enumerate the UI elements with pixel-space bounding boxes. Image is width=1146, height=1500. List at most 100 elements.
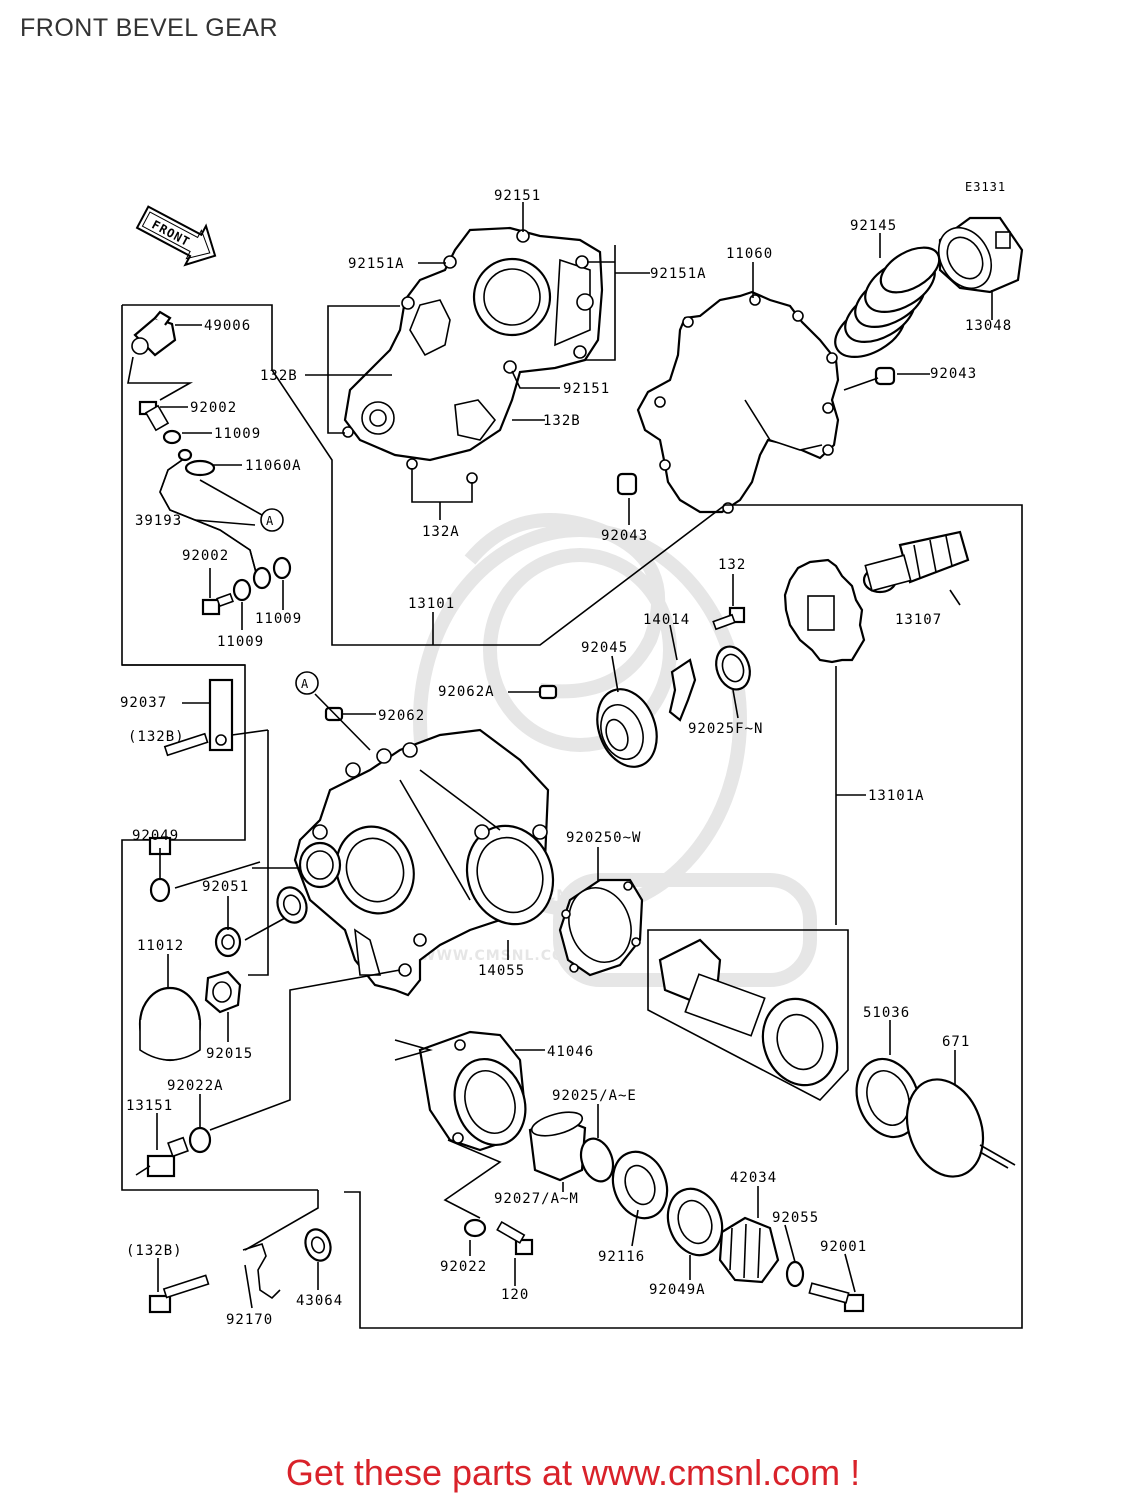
part-label[interactable]: 132B [543,413,581,429]
part-label[interactable]: 11012 [137,938,184,954]
part-label[interactable]: 92001 [820,1239,867,1255]
part-label[interactable]: 92025/A~E [552,1088,637,1104]
part-label[interactable]: 92062A [438,684,495,700]
part-label[interactable]: 92051 [202,879,249,895]
bearing-large-part [761,997,839,1087]
gasket-part [636,290,840,514]
part-label[interactable]: (132B) [128,729,185,745]
cmsnl-parts-link[interactable]: Get these parts at www.cmsnl.com ! [285,1452,861,1493]
part-label[interactable]: 132A [422,524,460,540]
part-label[interactable]: 92151 [494,188,541,204]
part-label[interactable]: 92062 [378,708,425,724]
gasket-ring-part [558,878,644,977]
bolt-120-part [496,1220,534,1256]
part-label[interactable]: 42034 [730,1170,777,1186]
part-label[interactable]: 11009 [255,611,302,627]
part-label[interactable]: 920250~W [566,830,641,846]
part-label[interactable]: 92022A [167,1078,224,1094]
bearing-part [596,688,658,768]
part-label[interactable]: 11060A [245,458,302,474]
part-label[interactable]: 51036 [863,1005,910,1021]
spline-gear-part [718,1216,780,1284]
washer-part-right [272,556,292,580]
bearing-92116-part [611,1150,669,1220]
breather-assembly-box [121,304,1023,1329]
leader-lines [127,202,1016,1309]
part-label[interactable]: 13101 [408,596,455,612]
dowel-pin-part [616,366,896,496]
bolt-132b-lower-part [148,1274,210,1314]
spring-part [834,246,941,359]
clamp-part [242,1243,281,1300]
part-label[interactable]: 92049 [132,828,179,844]
gear-cover-part [342,226,604,484]
bolt-part-lower [201,592,234,616]
collar-part [528,1111,587,1182]
oil-seal-small-part [276,886,308,924]
reference-marker-a: A A [260,508,319,695]
part-label[interactable]: 92015 [206,1046,253,1062]
part-label[interactable]: 41046 [547,1044,594,1060]
part-label[interactable]: 132B [260,368,298,384]
gasket-washer-part [184,459,216,477]
part-label[interactable]: 92027/A~M [494,1191,579,1207]
nut-part [204,970,242,1014]
o-ring-part [905,1078,985,1178]
part-label[interactable]: 92151 [563,381,610,397]
ring-gear-part [783,558,866,664]
part-number-labels: 92151 92151A 92151A 132B 92151 132B 132A… [120,188,1012,1328]
part-label[interactable]: 92145 [850,218,897,234]
part-label[interactable]: 671 [942,1034,970,1050]
part-label[interactable]: 92022 [440,1259,487,1275]
o-ring-92055-part [785,1260,805,1288]
part-label[interactable]: 92151A [650,266,707,282]
bolt-part [138,400,170,432]
part-label[interactable]: 14014 [643,612,690,628]
part-label[interactable]: 39193 [135,513,182,529]
washer-part-left [232,578,252,602]
watermark-url: WWW.CMSNL.COM [420,948,580,964]
page-title: FRONT BEVEL GEAR [20,14,279,42]
part-label[interactable]: 92002 [182,548,229,564]
part-label[interactable]: 92055 [772,1210,819,1226]
washer-92022a-part [188,1126,212,1154]
part-label[interactable]: 92170 [226,1312,273,1328]
part-label[interactable]: 132 [718,557,746,573]
part-label[interactable]: 92045 [581,640,628,656]
part-label[interactable]: 92037 [120,695,167,711]
breather-pipe-part [159,448,272,590]
part-label[interactable]: 92043 [601,528,648,544]
washer-92049-part [149,877,171,903]
part-label[interactable]: 92116 [598,1249,645,1265]
part-label[interactable]: 120 [501,1287,529,1303]
neutral-switch-part [135,1136,189,1178]
part-label[interactable]: 92025F~N [688,721,763,737]
svg-text:A: A [301,677,309,691]
part-label[interactable]: 11060 [726,246,773,262]
part-label[interactable]: 11009 [214,426,261,442]
part-label[interactable]: 13101A [868,788,925,804]
part-label[interactable]: (132B) [126,1243,183,1259]
part-label[interactable]: 13048 [965,318,1012,334]
part-label[interactable]: 92002 [190,400,237,416]
seal-51036-part [855,1057,921,1139]
cap-part [138,986,202,1062]
gear-case-housing-part [293,728,555,997]
part-label[interactable]: 92151A [348,256,405,272]
part-label[interactable]: 92043 [930,366,977,382]
front-arrow-icon: FRONT [135,205,217,267]
part-label[interactable]: 43064 [296,1293,343,1309]
part-label[interactable]: 11009 [217,634,264,650]
shim-part [579,1137,615,1183]
part-label[interactable]: 92049A [649,1282,706,1298]
pinion-gear-assembly-box [647,929,849,1101]
bearing-housing-part [418,1030,527,1152]
cam-part [937,216,1024,294]
part-label[interactable]: 13151 [126,1098,173,1114]
part-label[interactable]: 13107 [895,612,942,628]
part-label[interactable]: 14055 [478,963,525,979]
grommet-part [304,1228,332,1262]
part-label[interactable]: 49006 [204,318,251,334]
